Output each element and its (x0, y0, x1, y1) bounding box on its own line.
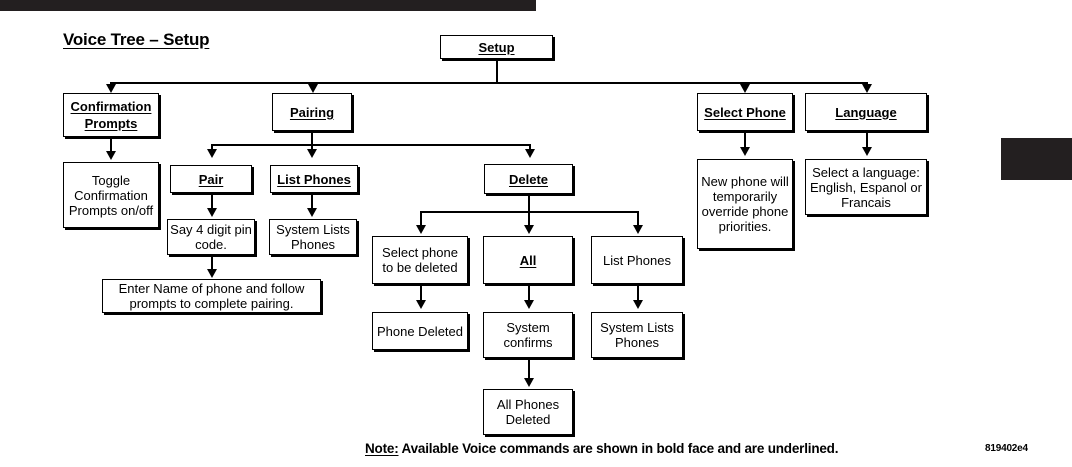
document-code: 819402e4 (985, 443, 1028, 454)
node-select-phone-to-be-deleted: Select phone to be deleted (372, 236, 468, 284)
node-system-confirms: System confirms (483, 312, 573, 358)
connector-confirmation-to-toggle (110, 137, 112, 153)
connector-setup-stem (496, 59, 498, 83)
footer-note-lead: Note: (365, 441, 399, 456)
connector-list-phones-delete-to-system-lists (637, 284, 639, 304)
node-delete: Delete (484, 164, 573, 194)
node-pairing: Pairing (272, 93, 352, 131)
connector-delete-stem (528, 194, 530, 212)
arrowhead-list-phones-system-lists (307, 208, 317, 217)
arrowhead-pairing-list-phones (307, 149, 317, 158)
node-system-lists-phones-pairing: System Lists Phones (269, 219, 357, 255)
connector-system-confirms-to-all-deleted (528, 358, 530, 382)
connector-select-phone-to-override (744, 131, 746, 151)
arrowhead-setup-confirmation (106, 84, 116, 93)
arrowhead-all-system-confirms (524, 300, 534, 309)
arrowhead-list-phones-delete-system-lists (633, 300, 643, 309)
node-all-phones-deleted: All Phones Deleted (483, 389, 573, 435)
connector-list-phones-to-system-lists (311, 193, 313, 211)
node-language: Language (805, 93, 927, 131)
connector-setup-bus (110, 82, 868, 84)
node-toggle-confirmation-prompts: Toggle Confirmation Prompts on/off (63, 162, 159, 228)
arrowhead-delete-all (524, 225, 534, 234)
arrowhead-setup-language (862, 84, 872, 93)
node-say-pin-code: Say 4 digit pin code. (167, 219, 255, 255)
footer-note-text: Available Voice commands are shown in bo… (398, 441, 839, 456)
page-side-tab-marker (1001, 138, 1072, 180)
connector-delete-to-all (528, 211, 530, 227)
connector-pairing-to-pair (211, 144, 213, 151)
node-phone-deleted: Phone Deleted (372, 312, 468, 350)
connector-pairing-to-list-phones (311, 144, 313, 151)
node-setup: Setup (440, 35, 553, 59)
arrowhead-setup-select-phone (740, 84, 750, 93)
arrowhead-setup-pairing (308, 84, 318, 93)
arrowhead-pin-enter-name (207, 269, 217, 278)
node-list-phones-delete: List Phones (591, 236, 683, 284)
connector-language-to-select-language (866, 131, 868, 151)
node-select-phone: Select Phone (697, 93, 793, 131)
arrowhead-delete-select-phone (416, 225, 426, 234)
header-black-bar (0, 0, 536, 11)
connector-pairing-bus (211, 144, 530, 146)
arrowhead-select-phone-override (740, 147, 750, 156)
arrowhead-pairing-delete (525, 149, 535, 158)
arrowhead-pairing-pair (207, 149, 217, 158)
arrowhead-delete-list-phones (633, 225, 643, 234)
connector-delete-to-list-phones (637, 211, 639, 227)
node-all: All (483, 236, 573, 284)
node-enter-name-of-phone: Enter Name of phone and follow prompts t… (102, 279, 321, 313)
node-pair: Pair (170, 165, 252, 193)
arrowhead-pair-pin (207, 208, 217, 217)
connector-all-to-system-confirms (528, 284, 530, 304)
connector-pin-to-enter-name (211, 255, 213, 272)
page-title: Voice Tree – Setup (63, 30, 210, 49)
arrowhead-language-select-language (862, 147, 872, 156)
connector-pair-to-pin (211, 193, 213, 211)
node-confirmation-prompts: Confirmation Prompts (63, 93, 159, 137)
connector-pairing-stem (311, 131, 313, 145)
node-new-phone-override: New phone will temporarily override phon… (697, 159, 793, 249)
connector-select-phone-to-phone-deleted (420, 284, 422, 304)
arrowhead-select-phone-phone-deleted (416, 300, 426, 309)
node-select-a-language: Select a language: English, Espanol or F… (805, 159, 927, 215)
connector-delete-to-select-phone (420, 211, 422, 227)
connector-pairing-to-delete (529, 144, 531, 151)
footer-note: Note: Available Voice commands are shown… (365, 441, 838, 456)
arrowhead-system-confirms-all-deleted (524, 378, 534, 387)
arrowhead-confirmation-toggle (106, 151, 116, 160)
node-system-lists-phones-delete: System Lists Phones (591, 312, 683, 358)
node-list-phones-pairing: List Phones (270, 165, 358, 193)
